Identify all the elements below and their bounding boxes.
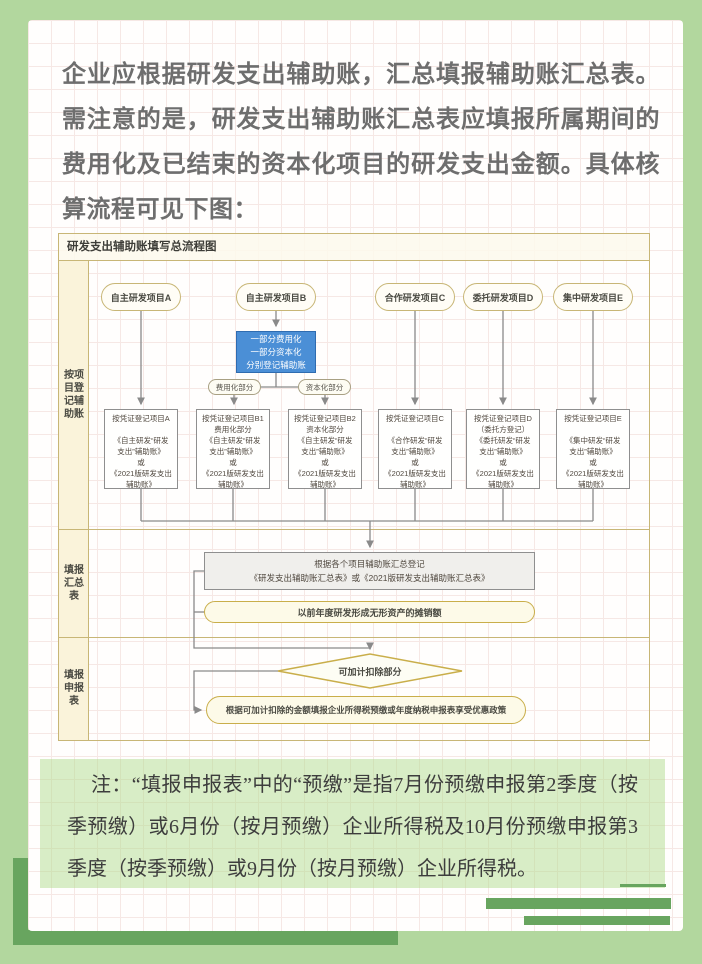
flowchart: 研发支出辅助账填写总流程图 按项目登记辅助账 填报汇总表 填报申报表 bbox=[58, 233, 650, 741]
deco-bottom-accent-bar bbox=[13, 930, 398, 945]
final-pill: 根据可加计扣除的金额填报企业所得税预缴或年度纳税申报表享受优惠政策 bbox=[206, 696, 526, 724]
deco-bar-1 bbox=[486, 898, 671, 909]
ledger-box-e: 按凭证登记项目E 《集中研发“研发 支出”辅助账》 或 《2021版研发支出 辅… bbox=[556, 409, 630, 489]
amortization-pill: 以前年度研发形成无形资产的摊销额 bbox=[204, 601, 535, 623]
row-label-column bbox=[59, 261, 89, 740]
project-pill-c: 合作研发项目C bbox=[375, 283, 455, 311]
row-separator-2 bbox=[59, 637, 649, 638]
project-pill-a: 自主研发项目A bbox=[101, 283, 181, 311]
project-pill-b: 自主研发项目B bbox=[236, 283, 316, 311]
split-label-expense: 费用化部分 bbox=[208, 379, 261, 395]
ledger-box-a: 按凭证登记项目A 《自主研发“研发 支出”辅助账》 或 《2021版研发支出 辅… bbox=[104, 409, 178, 489]
note-block: 注：“填报申报表”中的“预缴”是指7月份预缴申报第2季度（按季预缴）或6月份（按… bbox=[40, 759, 665, 888]
row-label-declare: 填报申报表 bbox=[64, 670, 84, 707]
row-label-summary: 填报汇总表 bbox=[64, 565, 84, 602]
deco-thin-line bbox=[620, 884, 666, 887]
deco-bar-2 bbox=[524, 916, 670, 925]
ledger-box-c: 按凭证登记项目C 《合作研发“研发 支出”辅助账》 或 《2021版研发支出 辅… bbox=[378, 409, 452, 489]
deco-left-accent-bar bbox=[13, 858, 28, 945]
project-pill-e: 集中研发项目E bbox=[553, 283, 633, 311]
decision-diamond: 可加计扣除部分 bbox=[338, 666, 402, 677]
ledger-box-b2: 按凭证登记项目B2 资本化部分 《自主研发“研发 支出”辅助账》 或 《2021… bbox=[288, 409, 362, 489]
project-pill-d: 委托研发项目D bbox=[463, 283, 543, 311]
row-separator-1 bbox=[59, 529, 649, 530]
ledger-box-d: 按凭证登记项目D （委托方登记） 《委托研发“研发 支出”辅助账》 或 《202… bbox=[466, 409, 540, 489]
note-text: 注：“填报申报表”中的“预缴”是指7月份预缴申报第2季度（按季预缴）或6月份（按… bbox=[67, 774, 638, 880]
intro-paragraph: 企业应根据研发支出辅助账，汇总填报辅助账汇总表。需注意的是，研发支出辅助账汇总表… bbox=[62, 61, 660, 223]
split-blue-box: 一部分费用化 一部分资本化 分别登记辅助账 bbox=[236, 331, 316, 373]
row-label-register: 按项目登记辅助账 bbox=[64, 370, 84, 420]
summary-box: 根据各个项目辅助账汇总登记 《研发支出辅助账汇总表》或《2021版研发支出辅助账… bbox=[204, 552, 535, 590]
ledger-box-b1: 按凭证登记项目B1 费用化部分 《自主研发“研发 支出”辅助账》 或 《2021… bbox=[196, 409, 270, 489]
split-label-capital: 资本化部分 bbox=[298, 379, 351, 395]
flowchart-title: 研发支出辅助账填写总流程图 bbox=[59, 234, 649, 261]
